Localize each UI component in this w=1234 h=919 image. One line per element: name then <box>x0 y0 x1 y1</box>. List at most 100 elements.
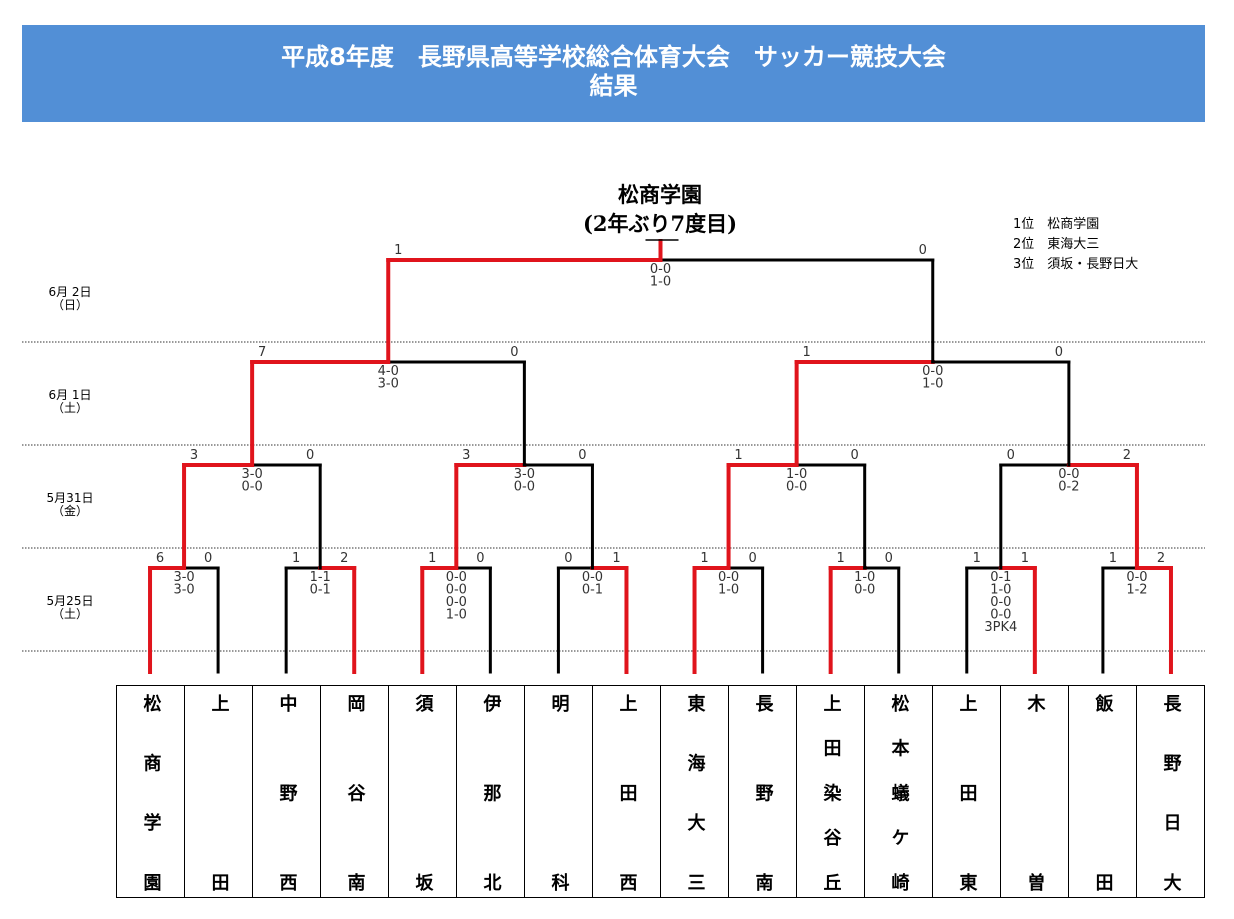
half-score: 0-0 <box>650 262 671 277</box>
team-name: 東海大三 <box>684 694 706 891</box>
half-score: 0-0 <box>922 364 943 379</box>
team-cell: 松商学園 <box>117 686 185 897</box>
score-left: 1 <box>802 345 810 360</box>
team-cell: 飯田 <box>1069 686 1137 897</box>
score-left: 1 <box>292 551 300 566</box>
half-score: 1-0 <box>922 377 943 392</box>
score-left: 1 <box>394 243 402 258</box>
score-left: 0 <box>1007 448 1015 463</box>
score-left: 1 <box>837 551 845 566</box>
score-right: 0 <box>919 243 927 258</box>
half-score: 0-0 <box>854 583 875 598</box>
team-name: 長野南 <box>752 694 774 891</box>
half-score: 0-1 <box>990 570 1011 585</box>
half-score: 0-0 <box>242 480 263 495</box>
half-score: 0-0 <box>446 595 467 610</box>
score-right: 0 <box>476 551 484 566</box>
score-left: 1 <box>973 551 981 566</box>
score-right: 0 <box>204 551 212 566</box>
half-score: 3-0 <box>242 467 263 482</box>
score-right: 2 <box>1157 551 1165 566</box>
half-score: 0-0 <box>990 595 1011 610</box>
champion-name: 松商学園 <box>618 182 702 207</box>
team-cell: 東海大三 <box>661 686 729 897</box>
half-score: 3-0 <box>514 467 535 482</box>
half-score: 0-0 <box>446 583 467 598</box>
half-score: 4-0 <box>378 364 399 379</box>
title-banner: 平成8年度 長野県高等学校総合体育大会 サッカー競技大会 結果 <box>22 25 1205 122</box>
score-right: 0 <box>885 551 893 566</box>
score-left: 1 <box>700 551 708 566</box>
team-cell: 長野日大 <box>1137 686 1204 897</box>
team-name: 明科 <box>548 694 570 891</box>
team-cell: 上田 <box>185 686 253 897</box>
team-cell: 上田西 <box>593 686 661 897</box>
score-right: 0 <box>748 551 756 566</box>
team-cell: 上田染谷丘 <box>797 686 865 897</box>
half-score: 0-0 <box>990 608 1011 623</box>
team-cell: 木曽 <box>1001 686 1069 897</box>
half-score: 3-0 <box>378 377 399 392</box>
date-text: 6月 2日 <box>48 285 92 299</box>
score-left: 1 <box>1109 551 1117 566</box>
score-left: 7 <box>258 345 266 360</box>
half-score: 1-0 <box>854 570 875 585</box>
rank-1: 1位 松商学園 <box>1013 217 1100 232</box>
score-right: 0 <box>1055 345 1063 360</box>
day-text: （日） <box>51 298 88 312</box>
date-text: 5月31日 <box>46 491 94 505</box>
half-score: 0-0 <box>718 570 739 585</box>
half-score: 0-1 <box>582 583 603 598</box>
team-name: 木曽 <box>1024 694 1046 891</box>
team-name: 須坂 <box>412 694 434 891</box>
team-name: 上田西 <box>616 694 638 891</box>
score-left: 1 <box>428 551 436 566</box>
score-left: 3 <box>462 448 470 463</box>
team-name: 飯田 <box>1092 694 1114 891</box>
half-score: 0-2 <box>1058 480 1079 495</box>
rank-3: 3位 須坂・長野日大 <box>1013 257 1139 272</box>
team-cell: 伊那北 <box>457 686 525 897</box>
date-quarterfinal: 5月31日（金） <box>30 492 110 518</box>
score-right: 2 <box>1123 448 1131 463</box>
score-right: 0 <box>578 448 586 463</box>
date-semifinal: 6月 1日（土） <box>30 389 110 415</box>
score-left: 3 <box>190 448 198 463</box>
date-text: 5月25日 <box>46 594 94 608</box>
date-final: 6月 2日（日） <box>30 286 110 312</box>
half-score: 1-0 <box>650 275 671 290</box>
team-name: 中野西 <box>276 694 298 891</box>
team-cell: 松本蟻ケ崎 <box>865 686 933 897</box>
half-score: 0-0 <box>446 570 467 585</box>
half-score: 0-0 <box>786 480 807 495</box>
half-score: 0-0 <box>1126 570 1147 585</box>
team-cell: 明科 <box>525 686 593 897</box>
rank-2: 2位 東海大三 <box>1013 237 1100 252</box>
half-score: 0-1 <box>310 583 331 598</box>
half-score: 3-0 <box>173 570 194 585</box>
team-cell: 長野南 <box>729 686 797 897</box>
score-right: 0 <box>510 345 518 360</box>
team-name: 上田東 <box>956 694 978 891</box>
team-name: 上田 <box>208 694 230 891</box>
date-round1: 5月25日（土） <box>30 595 110 621</box>
title-line-1: 平成8年度 長野県高等学校総合体育大会 サッカー競技大会 <box>281 43 946 71</box>
score-left: 6 <box>156 551 164 566</box>
score-right: 0 <box>851 448 859 463</box>
champion-note: (2年ぶり7度目) <box>582 211 738 236</box>
team-cell: 岡谷南 <box>321 686 389 897</box>
date-text: 6月 1日 <box>48 388 92 402</box>
score-right: 1 <box>612 551 620 566</box>
half-score: 0-0 <box>582 570 603 585</box>
team-name: 伊那北 <box>480 694 502 891</box>
half-score: 0-0 <box>514 480 535 495</box>
title-line-2: 結果 <box>589 72 638 100</box>
half-score: 1-2 <box>1126 583 1147 598</box>
score-right: 2 <box>340 551 348 566</box>
score-right: 0 <box>306 448 314 463</box>
half-score: 1-0 <box>786 467 807 482</box>
day-text: （土） <box>51 607 88 621</box>
ranking-legend: 1位 松商学園 2位 東海大三 3位 須坂・長野日大 <box>1013 215 1138 275</box>
half-score: 0-0 <box>1058 467 1079 482</box>
